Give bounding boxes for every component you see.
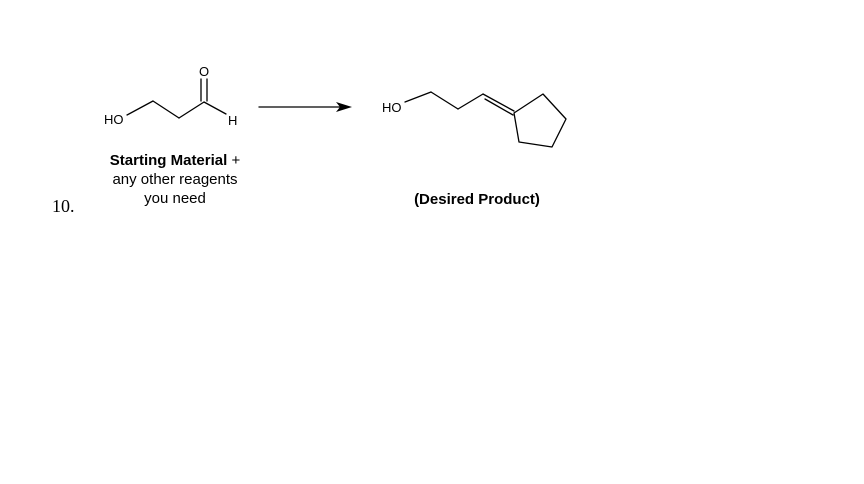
starting-material-structure: HO O H — [104, 64, 237, 128]
product-alkene-bond-1 — [482, 93, 515, 112]
starting-material-caption: Starting Material + any other reagents y… — [84, 151, 266, 208]
question-number: 10. — [52, 196, 75, 216]
product-alkene-bond-2 — [484, 98, 514, 116]
product-caption: (Desired Product) — [414, 191, 540, 208]
starting-material-caption-plus: + — [227, 152, 241, 169]
starting-material-caption-line1: Starting Material + — [84, 151, 266, 170]
product-bond-c2-c3 — [457, 93, 484, 110]
product-hydroxyl-label: HO — [382, 100, 402, 115]
reaction-arrow — [258, 102, 352, 112]
product-structure: HO — [382, 91, 567, 148]
product-bond-c1-c2 — [430, 91, 459, 110]
starting-material-caption-line2: any other reagents — [112, 171, 238, 188]
reaction-arrow-head — [336, 102, 352, 112]
sm-bond-c2-c3 — [178, 101, 205, 119]
product-bond-o-c1 — [404, 91, 432, 103]
sm-bond-c3-h — [203, 101, 227, 115]
cyclopentane-ring — [513, 93, 567, 148]
sm-bond-o-c1 — [126, 100, 154, 116]
sm-hydroxyl-label: HO — [104, 112, 124, 127]
starting-material-caption-bold: Starting Material — [109, 152, 228, 169]
sm-carbonyl-oxygen-label: O — [199, 64, 209, 79]
starting-material-caption-line3: you need — [144, 190, 206, 207]
sm-aldehyde-h-label: H — [228, 113, 237, 128]
sm-bond-c1-c2 — [152, 100, 180, 119]
